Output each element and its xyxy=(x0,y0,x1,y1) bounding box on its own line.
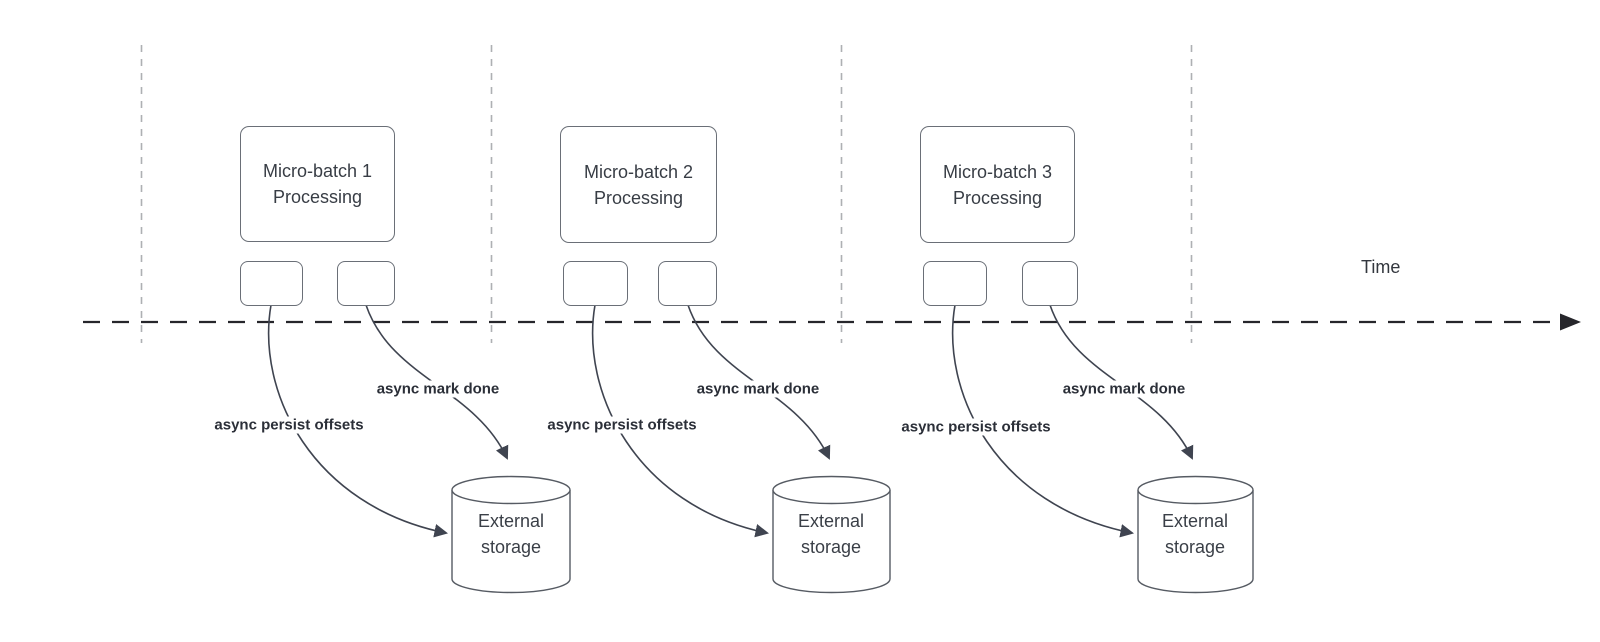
micro-batch-3-label-line1: Micro-batch 3 xyxy=(942,161,1053,182)
external-storage-label-3: External storage xyxy=(1162,508,1228,560)
micro-batch-2-processing-box: Micro-batch 2 Processing xyxy=(560,126,717,243)
mark-done-label-1: async mark done xyxy=(374,380,502,398)
micro-batch-1-label-line1: Micro-batch 1 xyxy=(262,161,373,181)
storage-cylinder-1 xyxy=(451,475,571,594)
mark-done-label-2: async mark done xyxy=(694,380,822,398)
persist-offsets-task-box-3 xyxy=(923,261,987,306)
micro-batch-1-processing-box: Micro-batch 1 Processing xyxy=(240,126,395,242)
external-storage-label-2-line1: External xyxy=(797,511,865,531)
external-storage-label-2: External storage xyxy=(798,508,864,560)
micro-batch-2-label-line1: Micro-batch 2 xyxy=(583,161,694,182)
external-storage-label-1-line1: External xyxy=(477,511,545,531)
external-storage-label-2-line2: storage xyxy=(800,537,862,557)
micro-batch-3-label-line2: Processing xyxy=(952,187,1043,208)
mark-done-task-box-1 xyxy=(337,261,395,306)
micro-batch-3-processing-box: Micro-batch 3 Processing xyxy=(920,126,1075,243)
persist-offsets-task-box-2 xyxy=(563,261,628,306)
persist-offsets-task-box-1 xyxy=(240,261,303,306)
external-storage-label-3-line2: storage xyxy=(1164,537,1226,557)
storage-cylinder-3 xyxy=(1137,475,1254,594)
external-storage-label-1: External storage xyxy=(478,508,544,560)
arrow-persist-offsets-1 xyxy=(267,304,448,538)
mark-done-task-box-3 xyxy=(1022,261,1078,306)
external-storage-label-1-line2: storage xyxy=(480,537,542,557)
arrow-persist-offsets-3 xyxy=(951,304,1135,538)
persist-offsets-label-1: async persist offsets xyxy=(212,416,366,434)
persist-offsets-label-3: async persist offsets xyxy=(899,418,1053,436)
micro-batch-1-label-line2: Processing xyxy=(272,187,363,207)
time-axis-arrowhead-icon xyxy=(1560,313,1581,331)
mark-done-label-3: async mark done xyxy=(1060,380,1188,398)
persist-offsets-label-2: async persist offsets xyxy=(545,416,699,434)
micro-batch-2-label-line2: Processing xyxy=(593,187,684,208)
storage-cylinder-2 xyxy=(772,475,891,594)
time-axis-label: Time xyxy=(1361,257,1401,277)
arrow-persist-offsets-2 xyxy=(591,304,769,538)
external-storage-label-3-line1: External xyxy=(1161,511,1229,531)
mark-done-task-box-2 xyxy=(658,261,717,306)
